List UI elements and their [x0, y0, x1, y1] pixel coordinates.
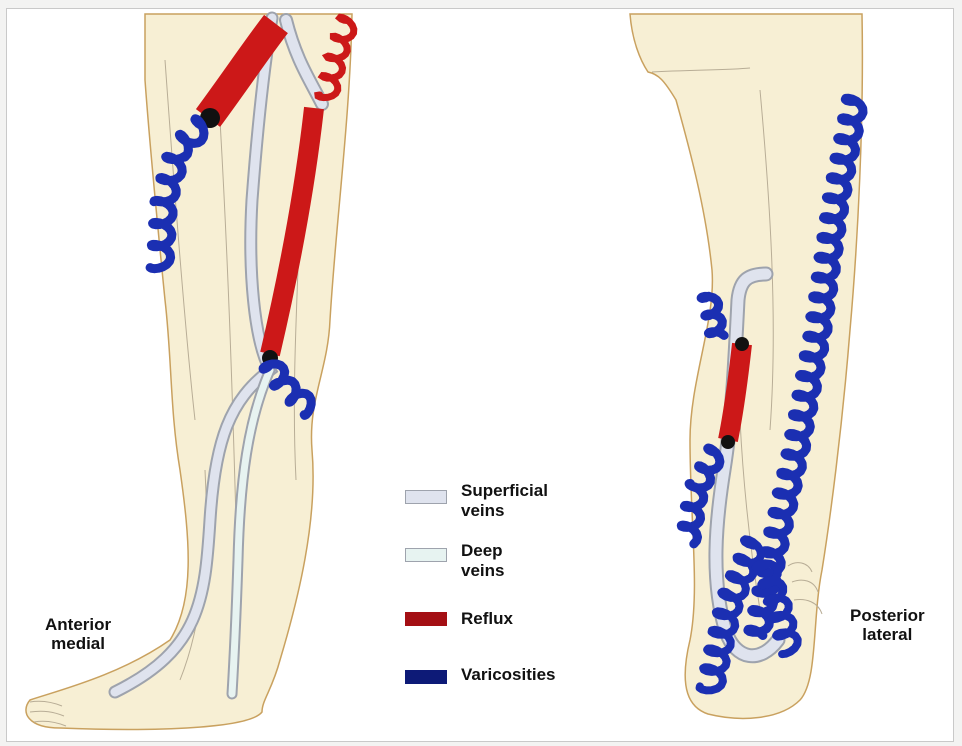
legend-swatch-superficial	[405, 490, 447, 504]
legend-swatch-reflux	[405, 612, 447, 626]
legend-swatch-varicosities	[405, 670, 447, 684]
posterior-upper-varicosity	[701, 296, 724, 335]
legend-label-superficial: Superficial veins	[461, 481, 548, 521]
legend-label-reflux: Reflux	[461, 609, 513, 629]
junction-cap	[721, 435, 735, 449]
posterior-leg	[630, 14, 863, 718]
legend-swatch-deep	[405, 548, 447, 562]
junction-cap	[735, 337, 749, 351]
legend-label-varicosities: Varicosities	[461, 665, 556, 685]
anterior-medial-label: Anterior medial	[38, 612, 118, 656]
legend-label-deep: Deep veins	[461, 541, 504, 581]
posterior-lateral-label: Posterior lateral	[843, 603, 932, 647]
